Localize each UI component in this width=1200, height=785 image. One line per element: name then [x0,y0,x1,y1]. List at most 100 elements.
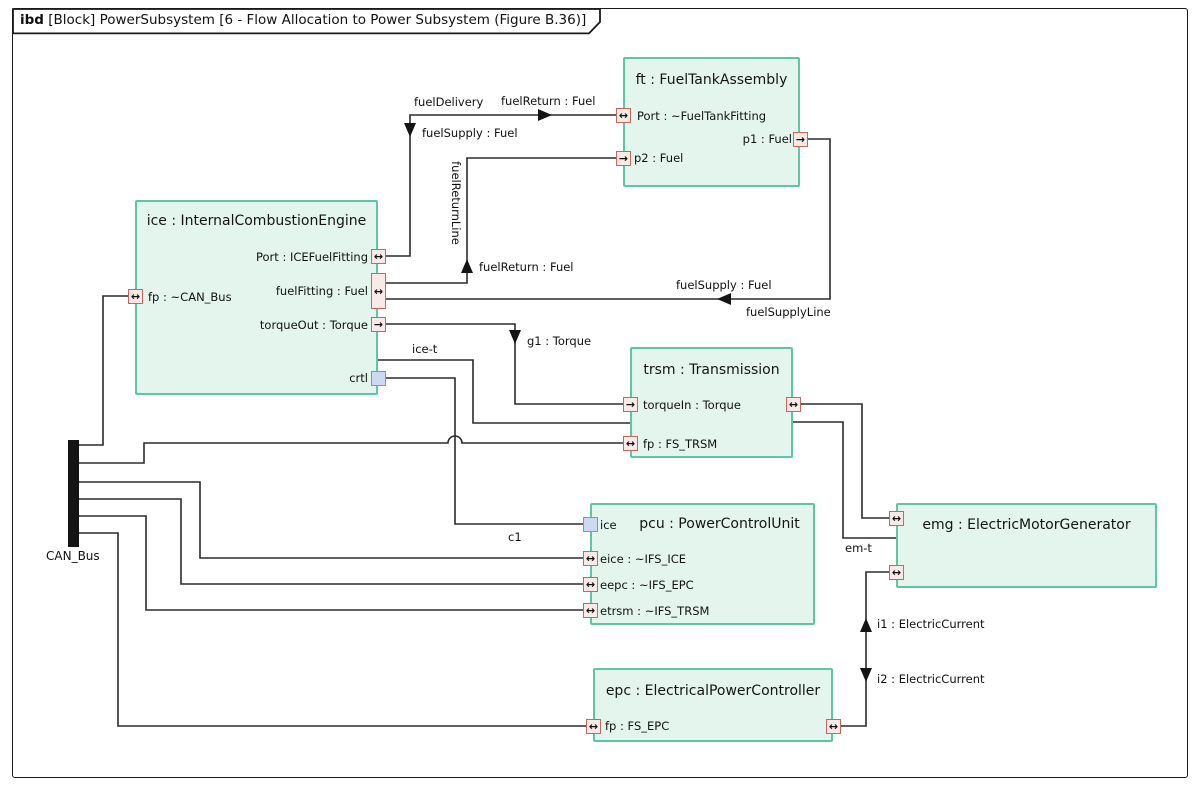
block-emg-electricmotorgenerator[interactable]: emg : ElectricMotorGenerator [896,503,1157,588]
block-title-pcu: pcu : PowerControlUnit [639,516,800,532]
frame-kind: ibd [20,12,44,28]
block-title-ice: ice : InternalCombustionEngine [146,213,367,229]
port-label-ice-fp: fp : ~CAN_Bus [148,290,232,304]
block-trsm-transmission[interactable]: trsm : Transmission [630,347,793,458]
can-bus-label: CAN_Bus [46,549,100,563]
port-label-ft-p2: p2 : Fuel [634,151,684,165]
port-pcu-eice-icon[interactable]: ↔ [583,551,598,566]
block-epc-electricalpowercontroller[interactable]: epc : ElectricalPowerController [593,668,833,742]
port-label-ice-torqueout: torqueOut : Torque [259,318,368,332]
flow-label-fuelreturn-mid: fuelReturn : Fuel [479,260,574,274]
port-ft-fueltankfitting-icon[interactable]: ↔ [616,108,631,123]
flow-label-fuelreturnline: fuelReturnLine [449,161,463,245]
port-trsm-torquein-icon[interactable]: → [623,397,638,412]
connector-canbus-pcu-eice[interactable] [79,481,583,559]
flow-arrow-icon: → [625,398,636,411]
flow-label-fuelsupplyline: fuelSupplyLine [746,305,831,319]
inout-arrow-icon: ↔ [585,604,596,617]
inout-arrow-icon: ↔ [618,109,629,122]
port-ft-p1-icon[interactable]: → [793,132,808,147]
frame-title: ibd [Block] PowerSubsystem [6 - Flow All… [20,12,586,28]
port-label-ft-p1: p1 : Fuel [742,132,792,146]
block-ft-fueltankassembly[interactable]: ft : FuelTankAssembly [623,57,800,187]
port-label-ice-crtl: crtl [349,371,368,385]
arrow-fuel-return-right-icon [538,109,552,121]
connector-fuel-return-line[interactable] [385,157,616,284]
block-ice-internalcombustionengine[interactable]: ice : InternalCombustionEngine [135,200,378,395]
connector-canbus-pcu-eepc[interactable] [79,498,583,585]
flow-label-fuelreturn-top: fuelReturn : Fuel [501,94,596,108]
arrow-i1-up-icon [860,618,872,632]
port-emg-top-icon[interactable]: ↔ [889,511,904,526]
connector-canbus-epc-fp[interactable] [79,532,586,727]
flow-label-fuelsupply-right: fuelSupply : Fuel [676,278,772,292]
port-trsm-right-icon[interactable]: ↔ [786,397,801,412]
inout-arrow-icon: ↔ [130,290,141,303]
inout-arrow-icon: ↔ [828,720,839,733]
port-label-trsm-fp: fp : FS_TRSM [643,437,718,451]
port-ice-torqueout-icon[interactable]: → [371,317,386,332]
port-label-pcu-etrsm: etrsm : ~IFS_TRSM [600,604,710,618]
connector-c1-crtl-pcu[interactable] [386,377,583,525]
port-label-trsm-torquein: torqueIn : Torque [643,398,741,412]
arrow-fuel-supply-down-icon [404,123,416,137]
inout-arrow-icon: ↔ [891,512,902,525]
flow-label-em-t: em-t [845,541,872,555]
flow-arrow-icon: → [373,318,384,331]
connector-g1-torque[interactable] [385,323,623,405]
can-bus-bar[interactable] [68,440,79,547]
port-label-pcu-eice: eice : ~IFS_ICE [600,552,687,566]
inout-arrow-icon: ↔ [585,552,596,565]
flow-label-fueldelivery: fuelDelivery [414,95,484,109]
inout-arrow-icon: ↔ [625,437,636,450]
flow-label-fuelsupply-top: fuelSupply : Fuel [422,126,518,140]
frame-title-tab [12,8,601,35]
frame-title-text: [Block] PowerSubsystem [6 - Flow Allocat… [43,12,587,28]
connector-em-t[interactable] [793,421,896,539]
flow-label-c1: c1 [508,530,522,544]
connector-canbus-trsm-fp[interactable] [79,435,623,464]
port-epc-fp-icon[interactable]: ↔ [586,719,601,734]
connector-fuel-supply-line[interactable] [385,138,831,300]
connector-trsm-emg[interactable] [800,403,889,519]
port-pcu-ice-icon[interactable] [583,517,598,532]
port-ft-p2-icon[interactable]: → [616,151,631,166]
flow-arrow-icon: → [795,133,806,146]
connector-emg-epc[interactable] [840,571,889,727]
port-ice-fuelfitting-icon[interactable]: ↔ [371,273,386,309]
flow-label-ice-t: ice-t [412,342,438,356]
inout-arrow-icon: ↔ [373,250,384,263]
port-label-ice-icefuelfitting: Port : ICEFuelFitting [256,250,368,264]
arrow-g1-down-icon [509,330,521,344]
port-ice-fp-icon[interactable]: ↔ [128,289,143,304]
port-ice-icefuelfitting-icon[interactable]: ↔ [371,249,386,264]
arrow-fuel-supply-left-icon [717,293,731,305]
block-title-trsm: trsm : Transmission [643,362,780,378]
port-ice-crtl-icon[interactable] [371,371,386,386]
block-pcu-powercontrolunit[interactable]: pcu : PowerControlUnit [590,503,815,625]
connector-canbus-pcu-etrsm[interactable] [79,515,583,611]
connector-fuel-delivery[interactable] [385,114,616,257]
port-label-ft-fueltankfitting: Port : ~FuelTankFitting [637,109,767,123]
inout-arrow-icon: ↔ [373,284,384,298]
port-label-pcu-eepc: eepc : ~IFS_EPC [600,578,694,592]
inout-arrow-icon: ↔ [588,720,599,733]
port-emg-bottom-icon[interactable]: ↔ [889,565,904,580]
connector-ice-t[interactable] [378,359,630,424]
connector-ice-fp-canbus[interactable] [79,295,128,446]
block-title-emg: emg : ElectricMotorGenerator [922,517,1131,533]
flow-label-i1: i1 : ElectricCurrent [877,617,985,631]
inout-arrow-icon: ↔ [891,566,902,579]
port-epc-right-icon[interactable]: ↔ [826,719,841,734]
block-title-ft: ft : FuelTankAssembly [635,72,788,88]
arrow-i2-down-icon [860,668,872,682]
port-trsm-fp-icon[interactable]: ↔ [623,436,638,451]
port-label-pcu-ice: ice [600,518,617,532]
inout-arrow-icon: ↔ [788,398,799,411]
flow-arrow-icon: → [618,152,629,165]
port-pcu-etrsm-icon[interactable]: ↔ [583,603,598,618]
flow-label-i2: i2 : ElectricCurrent [877,672,985,686]
port-pcu-eepc-icon[interactable]: ↔ [583,577,598,592]
